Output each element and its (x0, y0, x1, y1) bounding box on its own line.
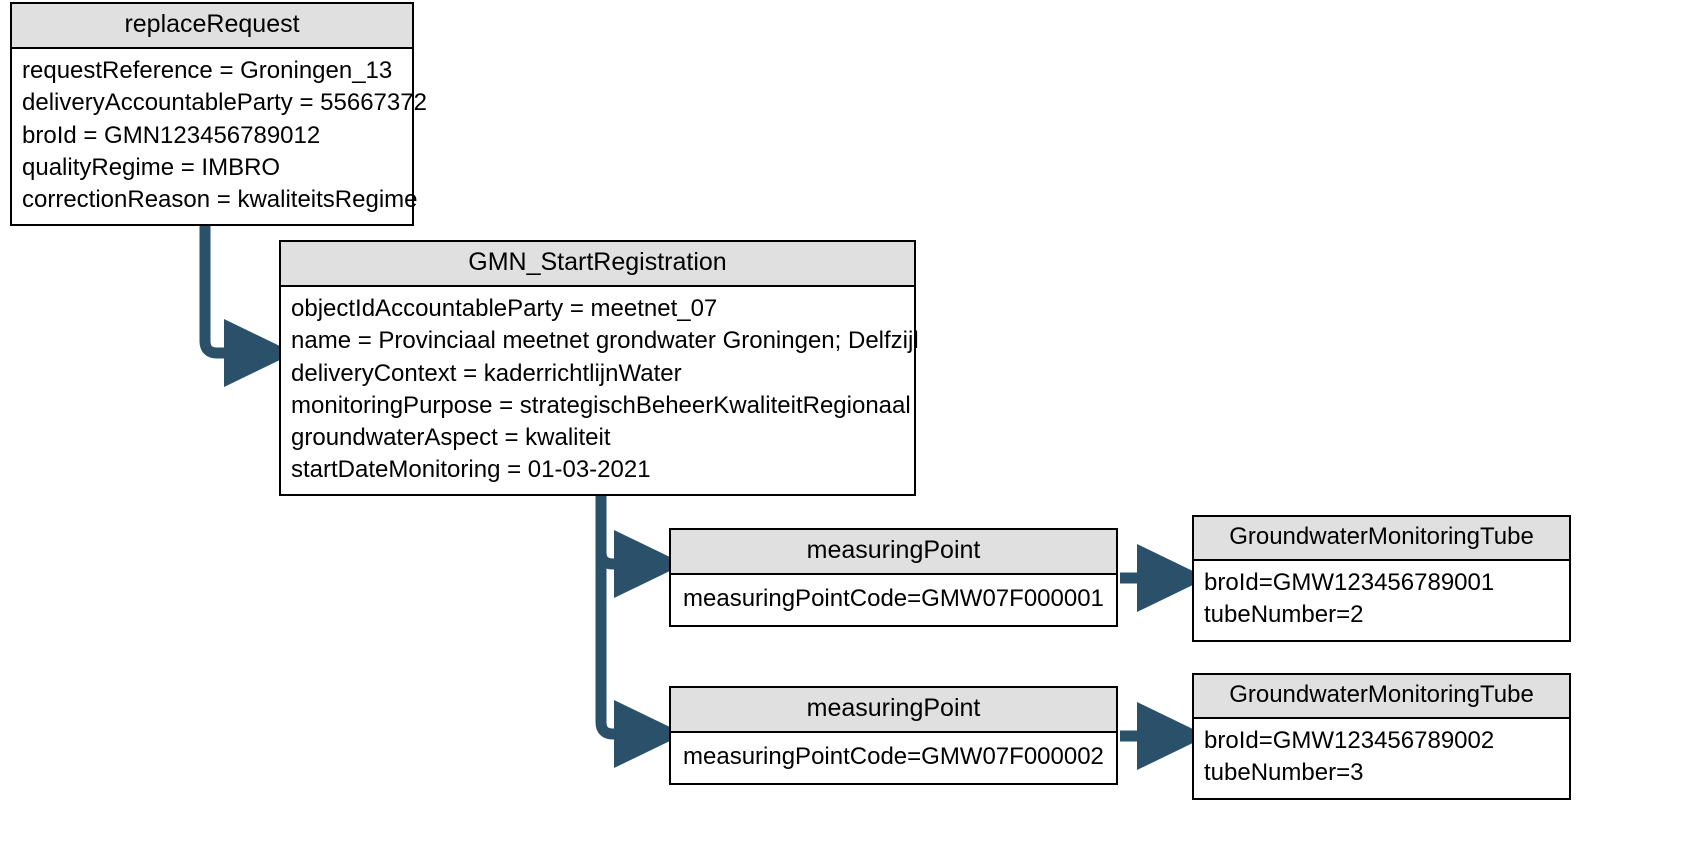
node-groundwater-monitoring-tube-2-attributes: broId=GMW123456789002 tubeNumber=3 (1194, 719, 1569, 799)
node-measuring-point-2-title: measuringPoint (671, 688, 1116, 734)
attribute-row: broId=GMW123456789001 (1204, 569, 1495, 596)
node-groundwater-monitoring-tube-1-title: GroundwaterMonitoringTube (1194, 517, 1569, 561)
node-measuring-point-2-attributes: measuringPointCode=GMW07F000002 (671, 733, 1116, 784)
node-groundwater-monitoring-tube-2[interactable]: GroundwaterMonitoringTube broId=GMW12345… (1192, 673, 1571, 801)
attribute-row: startDateMonitoring = 01-03-2021 (291, 456, 651, 484)
node-gmn-start-registration-attributes: objectIdAccountableParty = meetnet_07 na… (281, 287, 919, 495)
attribute-row: monitoringPurpose = strategischBeheerKwa… (291, 391, 911, 419)
node-measuring-point-1-title: measuringPoint (671, 530, 1116, 576)
node-replace-request-attributes: requestReference = Groningen_13 delivery… (12, 49, 427, 225)
node-groundwater-monitoring-tube-2-title: GroundwaterMonitoringTube (1194, 675, 1569, 719)
attribute-row: tubeNumber=3 (1204, 759, 1364, 787)
attribute-row: measuringPointCode=GMW07F000002 (683, 743, 1104, 771)
node-measuring-point-1[interactable]: measuringPoint measuringPointCode=GMW07F… (669, 528, 1118, 628)
attribute-row: broId = GMN123456789012 (22, 121, 321, 149)
node-groundwater-monitoring-tube-1[interactable]: GroundwaterMonitoringTube broId=GMW12345… (1192, 515, 1571, 643)
attribute-row: requestReference = Groningen_13 (22, 57, 393, 85)
connector-gmn-start-to-measuring-point-2 (595, 552, 685, 769)
attribute-row: measuringPointCode=GMW07F000001 (683, 585, 1104, 613)
node-replace-request[interactable]: replaceRequest requestReference = Gronin… (10, 2, 427, 227)
attribute-row: deliveryContext = kaderrichtlijnWater (291, 359, 682, 387)
attribute-row: qualityRegime = IMBRO (22, 153, 281, 181)
attribute-row: name = Provinciaal meetnet grondwater Gr… (291, 327, 919, 355)
node-replace-request-title: replaceRequest (12, 4, 412, 50)
attribute-row: objectIdAccountableParty = meetnet_07 (291, 295, 718, 323)
node-gmn-start-registration-title: GMN_StartRegistration (281, 242, 914, 288)
node-measuring-point-2[interactable]: measuringPoint measuringPointCode=GMW07F… (669, 686, 1118, 786)
attribute-row: broId=GMW123456789002 (1204, 727, 1495, 754)
attribute-row: correctionReason = kwaliteitsRegime (22, 185, 418, 213)
node-measuring-point-1-attributes: measuringPointCode=GMW07F000001 (671, 575, 1116, 626)
node-gmn-start-registration[interactable]: GMN_StartRegistration objectIdAccountabl… (279, 240, 919, 497)
attribute-row: tubeNumber=2 (1204, 601, 1364, 629)
node-groundwater-monitoring-tube-1-attributes: broId=GMW123456789001 tubeNumber=2 (1194, 561, 1569, 641)
attribute-row: deliveryAccountableParty = 55667372 (22, 89, 427, 117)
attribute-row: groundwaterAspect = kwaliteit (291, 423, 611, 451)
